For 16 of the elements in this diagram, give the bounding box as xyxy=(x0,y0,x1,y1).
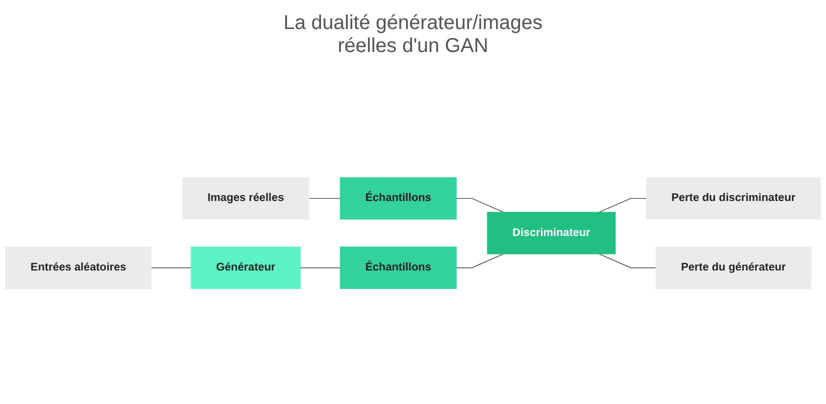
node-box: Images réelles xyxy=(182,177,310,220)
connector xyxy=(598,253,656,268)
connector xyxy=(598,198,647,213)
node-box: Générateur xyxy=(190,246,301,289)
connector xyxy=(150,267,192,268)
diagram-title: La dualité générateur/images réelles d'un GAN xyxy=(282,12,544,58)
connector xyxy=(456,198,504,213)
connector xyxy=(300,267,341,268)
connector xyxy=(308,198,341,199)
node-box: Discriminateur xyxy=(487,212,616,254)
node-box: Perte du générateur xyxy=(656,246,812,289)
node-box: Perte du discriminateur xyxy=(646,177,821,220)
node-box: Entrées aléatoires xyxy=(5,246,152,289)
node-box: Échantillons xyxy=(340,177,457,220)
connector xyxy=(456,253,504,268)
node-box: Échantillons xyxy=(340,246,457,289)
